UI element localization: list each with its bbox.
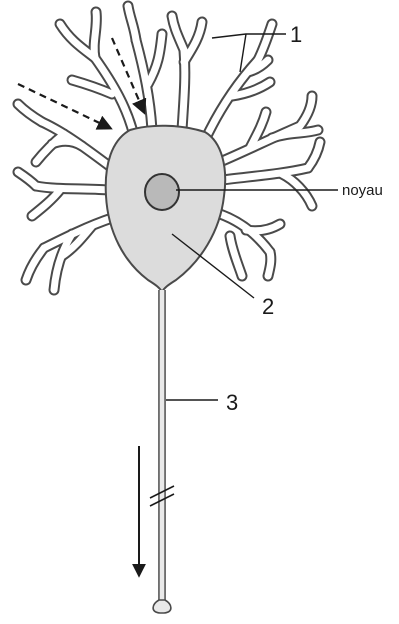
label-axon: 3 — [226, 390, 238, 415]
label-cell-body: 2 — [262, 294, 274, 319]
nucleus — [145, 174, 179, 210]
leader-line-dendrites — [212, 34, 286, 38]
label-nucleus: noyau — [342, 182, 383, 199]
leader-line-dendrites-2 — [240, 34, 246, 72]
label-dendrites: 1 — [290, 22, 302, 47]
axon — [159, 290, 165, 602]
axon-terminal — [153, 600, 171, 613]
